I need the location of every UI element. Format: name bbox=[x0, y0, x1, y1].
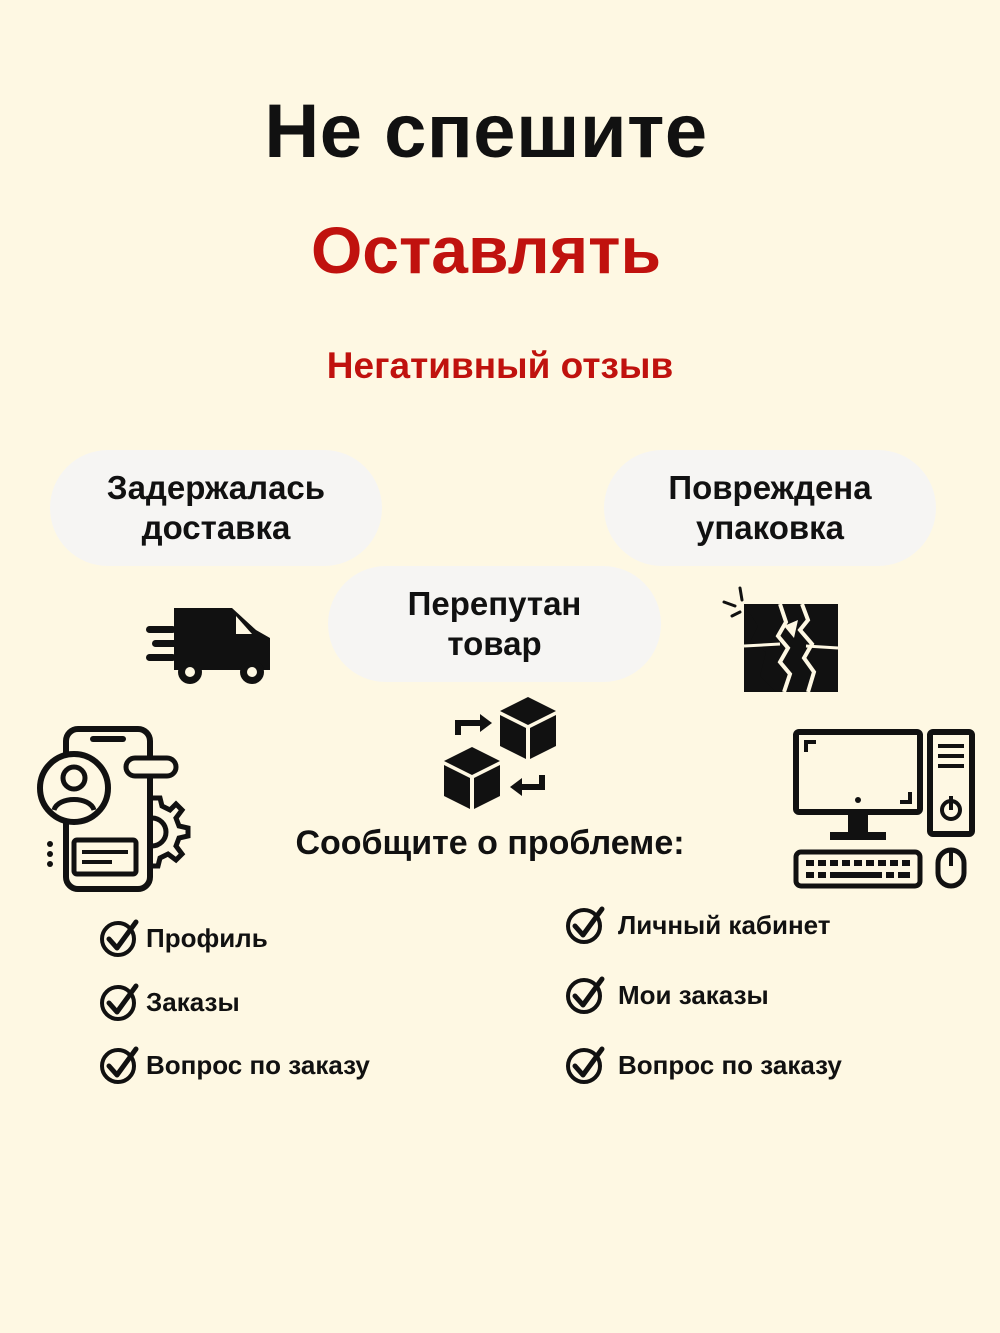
reason-wrong-item: Перепутан товар bbox=[328, 566, 661, 682]
delivery-truck-icon bbox=[146, 608, 270, 684]
step-label: Вопрос по заказу bbox=[146, 1049, 370, 1080]
check-circle-icon bbox=[566, 1046, 605, 1084]
check-circle-icon bbox=[100, 919, 139, 957]
check-circle-icon bbox=[100, 1046, 139, 1084]
list-item: Личный кабинет bbox=[566, 905, 842, 945]
list-item: Профиль bbox=[100, 918, 370, 958]
mobile-steps-list: Профиль Заказы Вопрос по заказу bbox=[100, 918, 370, 1085]
desktop-steps-list: Личный кабинет Мои заказы Вопрос по зака… bbox=[566, 905, 842, 1085]
headline-tagline: Негативный отзыв bbox=[326, 345, 674, 386]
step-label: Мои заказы bbox=[618, 979, 769, 1010]
check-circle-icon bbox=[100, 983, 139, 1021]
reason-label-line1: Перепутан bbox=[407, 585, 582, 623]
step-label: Заказы bbox=[146, 986, 240, 1017]
reason-label-line2: упаковка bbox=[695, 509, 845, 546]
reason-label-line2: доставка bbox=[141, 509, 291, 546]
list-item: Вопрос по заказу bbox=[100, 1045, 370, 1085]
desktop-computer-icon bbox=[793, 729, 975, 889]
step-label: Профиль bbox=[146, 922, 268, 953]
step-label: Личный кабинет bbox=[618, 909, 831, 940]
reason-label-line2: товар bbox=[447, 625, 542, 662]
step-label: Вопрос по заказу bbox=[618, 1049, 842, 1080]
list-item: Вопрос по заказу bbox=[566, 1045, 842, 1085]
headline-title: Не спешите bbox=[264, 89, 708, 174]
report-problem-heading: Сообщите о проблеме: bbox=[295, 824, 685, 862]
check-circle-icon bbox=[566, 976, 605, 1014]
broken-package-icon bbox=[722, 586, 839, 693]
reason-damaged-package: Повреждена упаковка bbox=[604, 450, 936, 566]
reason-delayed-delivery: Задержалась доставка bbox=[50, 450, 382, 566]
headline-subtitle: Оставлять bbox=[310, 213, 662, 287]
reason-label-line1: Задержалась bbox=[106, 469, 326, 507]
reason-label-line1: Повреждена bbox=[668, 469, 872, 507]
box-exchange-icon bbox=[444, 697, 556, 809]
mobile-profile-icon bbox=[37, 726, 191, 892]
list-item: Мои заказы bbox=[566, 975, 842, 1015]
check-circle-icon bbox=[566, 906, 605, 944]
list-item: Заказы bbox=[100, 982, 370, 1022]
